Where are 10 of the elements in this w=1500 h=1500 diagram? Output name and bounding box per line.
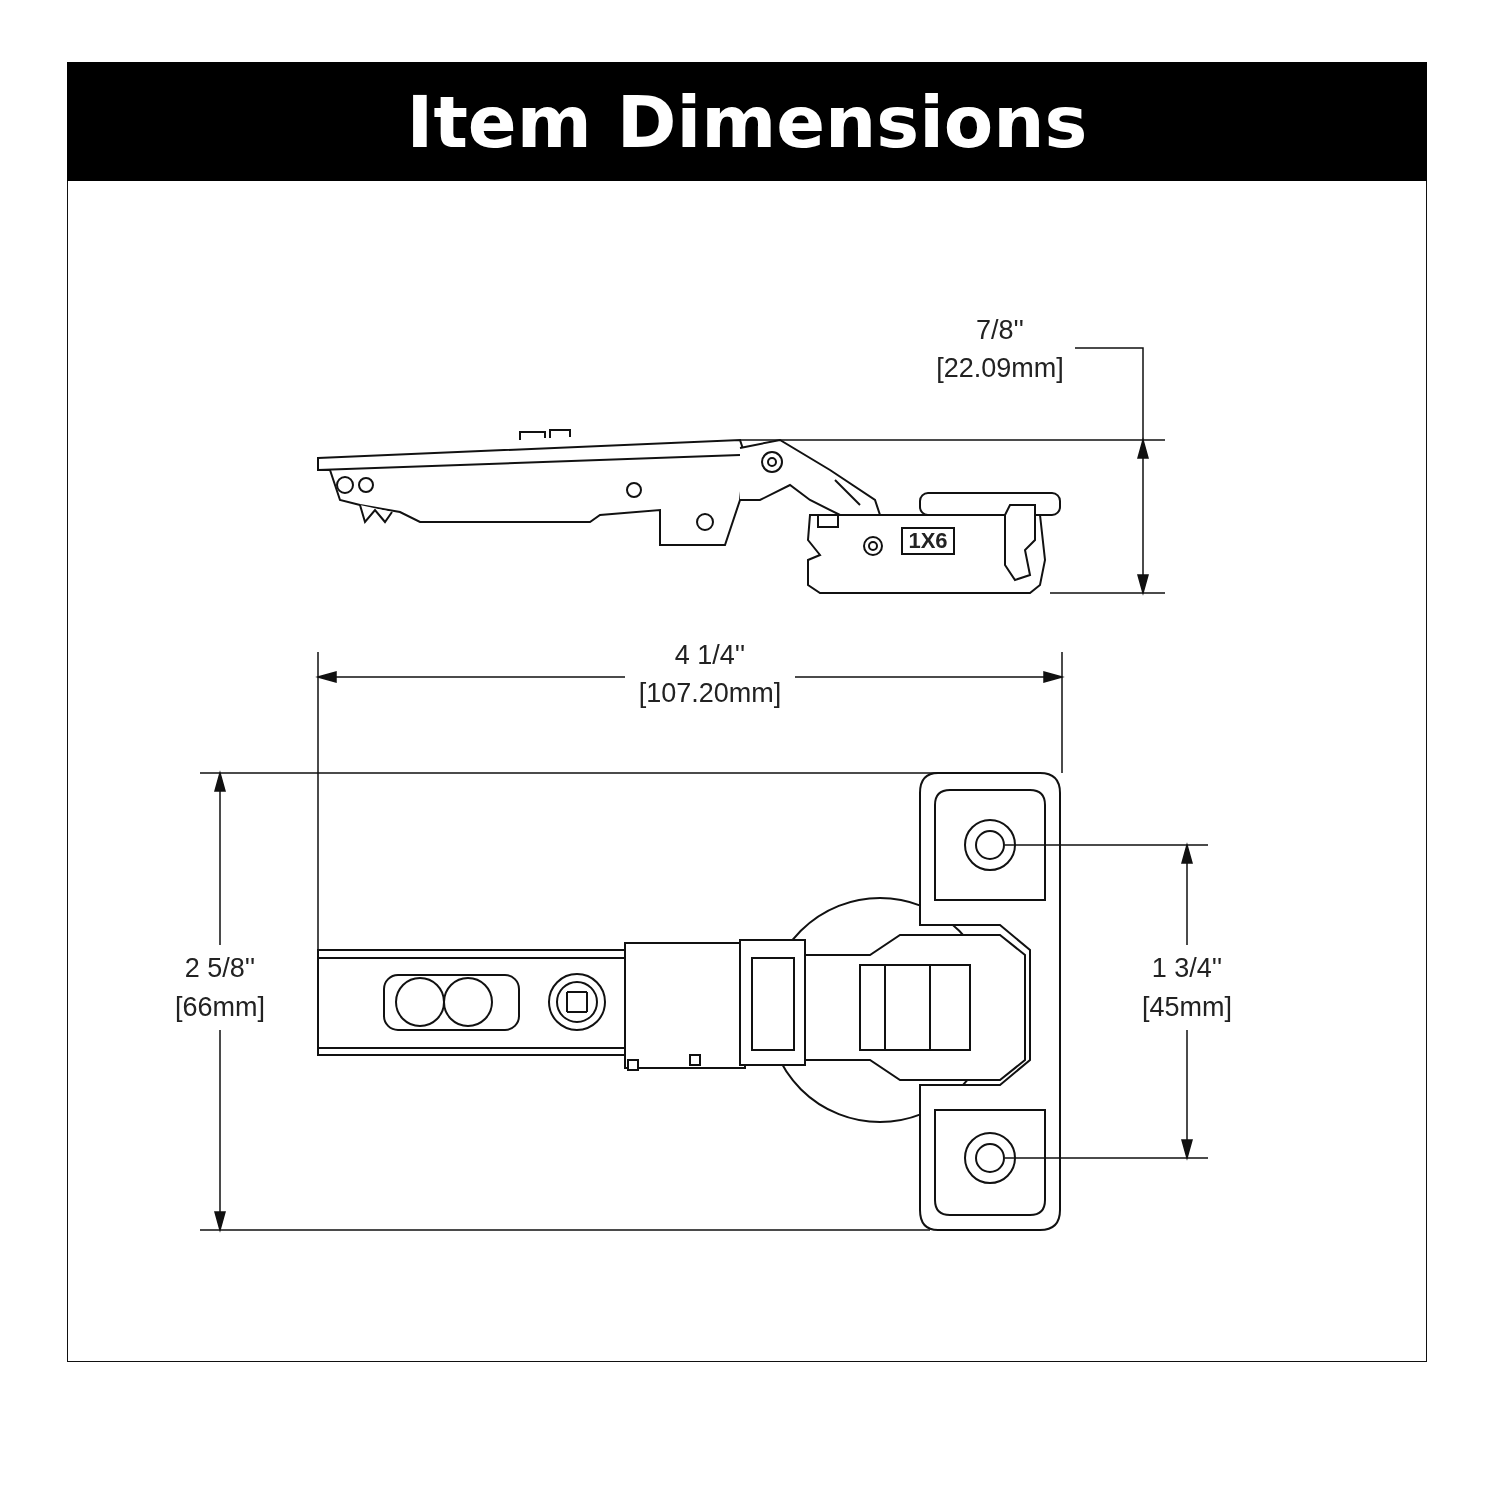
dimension-value: 7/8'' xyxy=(976,314,1024,346)
dimension-value: 2 5/8'' xyxy=(184,952,256,984)
dimension-value: 4 1/4'' xyxy=(674,639,746,671)
dimension-value: 1 3/4'' xyxy=(1151,952,1223,984)
dimension-value: [22.09mm] xyxy=(936,352,1064,384)
dimension-value: [66mm] xyxy=(175,991,265,1023)
dimension-value: [45mm] xyxy=(1142,991,1232,1023)
title: Item Dimensions xyxy=(406,79,1088,164)
dimension-value: [107.20mm] xyxy=(638,677,782,709)
part-marking: 1X6 xyxy=(908,528,948,554)
